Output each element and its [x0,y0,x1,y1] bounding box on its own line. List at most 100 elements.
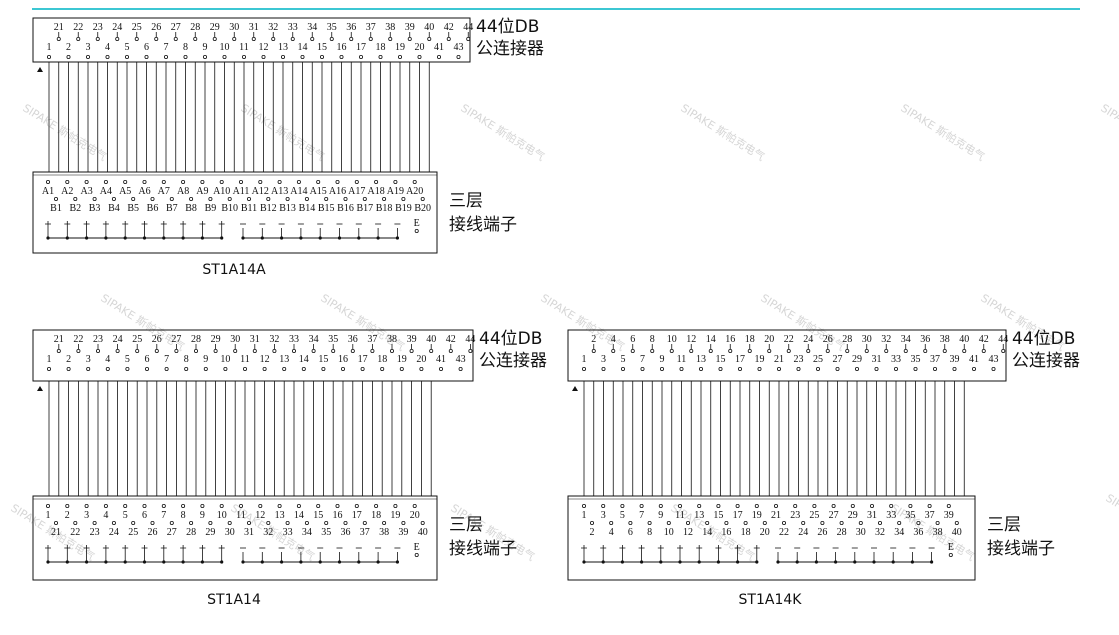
terminal-bottom-label: 26 [817,527,827,538]
connector-top-pin-label: 44 [998,334,1008,345]
connector-pin-circle [56,37,61,42]
terminal-screw [142,503,147,508]
connector-top-pin-label: 21 [54,334,64,345]
connector-pin-circle [669,348,674,353]
connector-top-pin-label: 29 [211,334,221,345]
terminal-top-label: 15 [713,510,723,521]
connector-pin-circle [660,366,665,371]
connector-pin-circle [135,348,140,353]
terminal-bottom-label: B12 [260,203,277,214]
connector-pin-circle [134,37,139,42]
connector-top-pin-label: 26 [151,22,161,33]
connector-top-pin-label: 10 [667,334,677,345]
terminal-bottom-label: 33 [283,527,293,538]
terminal-bottom-label: B20 [414,203,431,214]
terminal-bottom-label: B19 [395,203,412,214]
connector-pin-circle [407,37,412,42]
connector-pin-circle [86,55,91,60]
terminal-top-label: 14 [294,510,304,521]
connector-bottom-pin-label: 10 [220,354,230,365]
terminal-screw [111,196,116,201]
terminal-top-label: A19 [387,186,404,197]
connector-pin-circle [397,55,402,60]
plus-terminal [141,545,148,551]
terminal-top-label: 6 [142,510,147,521]
terminal-bottom-label: 38 [379,527,389,538]
terminal-screw [927,503,932,508]
connector-bottom-pin-label: 18 [377,354,387,365]
terminal-top-label: A18 [367,186,384,197]
terminal-top-label: 1 [582,510,587,521]
terminal-screw [161,179,166,184]
connector-pin-circle [621,366,626,371]
terminal-screw [420,521,425,526]
terminal-screw [412,503,417,508]
connector-label-line1: 44位DB [1012,329,1075,349]
connector-top-pin-label: 32 [881,334,891,345]
terminal-top-label: 31 [867,510,877,521]
bus-node [755,560,759,564]
connector-bottom-pin-label: 1 [582,354,587,365]
terminal-top-label: 27 [829,510,839,521]
terminal-top-label: A7 [158,186,170,197]
connector-label-line1: 44位DB [479,329,542,349]
plus-terminal [64,545,71,551]
connector-top-pin-label: 4 [611,334,616,345]
terminal-bottom-label: 38 [933,527,943,538]
terminal-screw [666,521,671,526]
connector-bottom-pin-label: 16 [337,42,347,53]
terminal-block-body [567,495,976,581]
terminal-screw [181,179,186,184]
plus-terminal [734,545,741,551]
terminal-top-label: A1 [42,186,54,197]
connector-pin-circle [1001,348,1006,353]
connector-top-pin-label: 27 [171,334,181,345]
terminal-screw [762,521,767,526]
terminal-bottom-label: 26 [148,527,158,538]
connector-pin-circle [311,348,316,353]
terminal-screw [219,179,224,184]
model-caption: ST1A14 [207,592,261,608]
connector-pin-circle [340,366,345,371]
connector-bottom-pin-label: 43 [454,42,464,53]
connector-pin-circle [368,37,373,42]
terminal-top-label: 25 [809,510,819,521]
connector-top-pin-label: 40 [424,22,434,33]
terminal-screw [103,503,108,508]
terminal-bottom-label: 28 [837,527,847,538]
ground-screw [414,553,419,558]
connector-bottom-pin-label: 6 [145,354,150,365]
terminal-top-label: 12 [255,510,265,521]
connector-pin-circle [319,55,324,60]
terminal-screw [850,503,855,508]
terminal-bottom-label: B7 [166,203,178,214]
connector-pin-circle [456,55,461,60]
terminal-screw [401,196,406,201]
connector-top-pin-label: 25 [132,22,142,33]
terminal-bottom-label: 40 [418,527,428,538]
terminal-top-label: 33 [886,510,896,521]
terminal-screw [724,521,729,526]
plus-terminal [199,221,206,227]
terminal-bottom-label: 28 [186,527,196,538]
connector-top-pin-label: 39 [405,22,415,33]
connector-top-pin-label: 39 [407,334,417,345]
connector-pin-circle [251,37,256,42]
connector-top-pin-label: 26 [823,334,833,345]
terminal-screw [628,521,633,526]
terminal-screw [65,503,70,508]
connector-pin-circle [429,348,434,353]
connector-top-pin-label: 42 [444,22,454,33]
connector-pin-circle [923,348,928,353]
connector-pin-circle [952,366,957,371]
connector-pin-circle [222,55,227,60]
terminal-screw [266,521,271,526]
plus-terminal [45,545,51,551]
connector-pin-circle [796,366,801,371]
terminal-screw [285,196,290,201]
watermark-text: SIPAKE 斯帕克电气 [898,101,987,164]
connector-pin-circle [582,366,587,371]
connector-pin-circle [380,366,385,371]
connector-pin-circle [329,37,334,42]
